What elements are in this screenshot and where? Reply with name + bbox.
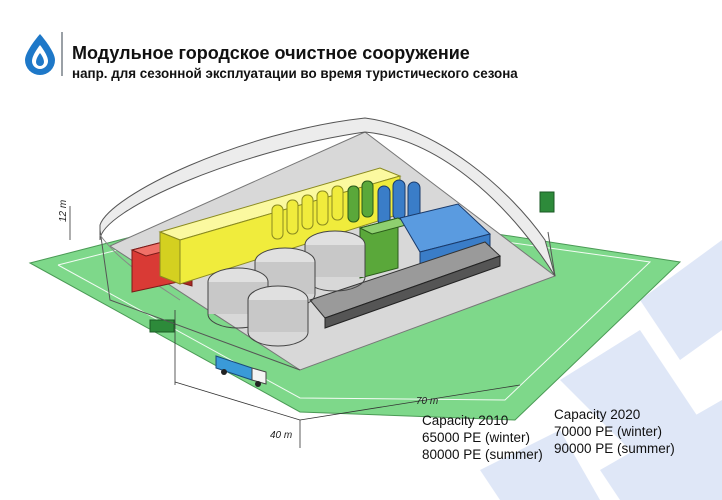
green-tanks xyxy=(347,180,374,223)
capacity-2010-winter: 65000 PE (winter) xyxy=(422,430,531,445)
page-subtitle: напр. для сезонной эксплуатации во время… xyxy=(72,66,518,81)
dimension-lines xyxy=(69,206,521,448)
capacity-2020-winter: 70000 PE (winter) xyxy=(554,424,663,439)
capacity-2020-label: Capacity 2020 xyxy=(554,407,641,422)
dimension-height-label: 12 m xyxy=(58,200,69,222)
dimension-width-label: 40 m xyxy=(270,430,292,441)
membrane-racks xyxy=(309,241,501,329)
capacity-2010-summer: 80000 PE (summer) xyxy=(422,447,543,462)
truck xyxy=(215,355,267,387)
dimension-length-label: 70 m xyxy=(416,396,438,407)
capacity-2020-summer: 90000 PE (summer) xyxy=(554,441,675,456)
yellow-tanks xyxy=(271,185,344,240)
goal-left xyxy=(149,319,175,333)
goal-right xyxy=(539,191,555,213)
capacity-2010-label: Capacity 2010 xyxy=(422,413,509,428)
hall-wall xyxy=(99,117,556,277)
clarifier-tanks xyxy=(207,230,366,347)
blue-tanks xyxy=(377,179,421,227)
green-containers xyxy=(358,217,412,279)
header-divider xyxy=(61,32,63,76)
watermark-shapes xyxy=(480,240,722,500)
water-drop-logo-icon xyxy=(25,34,55,75)
capacity-2020-block: Capacity 2020 70000 PE (winter) 90000 PE… xyxy=(554,406,675,457)
capacity-2010-block: Capacity 2010 65000 PE (winter) 80000 PE… xyxy=(422,412,543,463)
page-title: Модульное городское очистное сооружение xyxy=(72,43,470,63)
